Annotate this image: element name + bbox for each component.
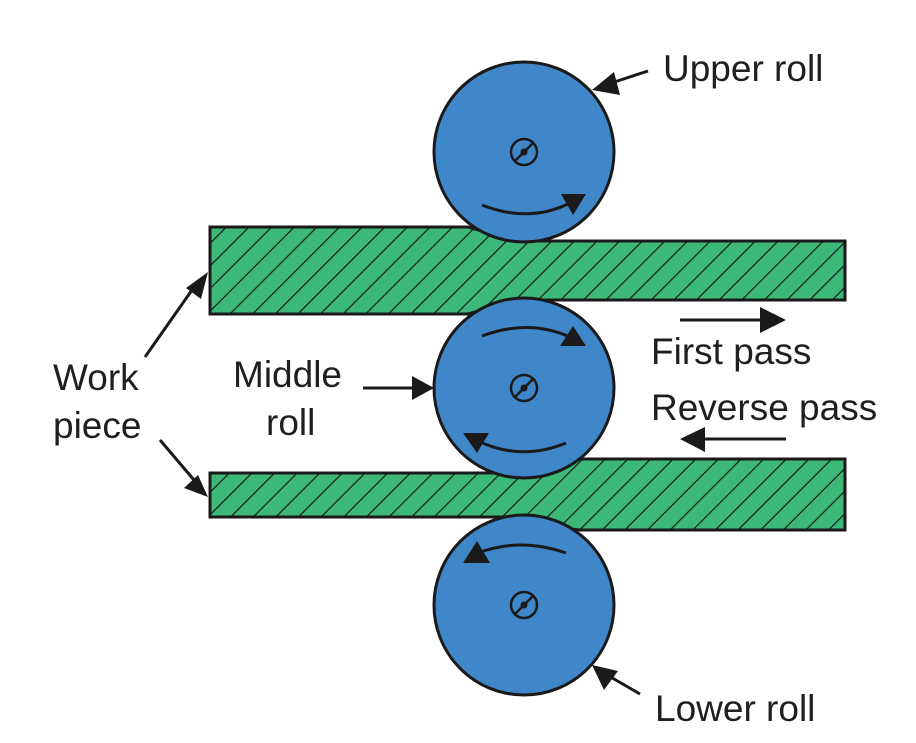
lower-roll-label: Lower roll bbox=[655, 688, 815, 729]
arrowhead-icon bbox=[184, 475, 208, 497]
upper-roll-callout: Upper roll bbox=[592, 48, 823, 95]
work-piece-callout: Work piece bbox=[53, 272, 208, 497]
middle-roll-callout: Middle roll bbox=[233, 354, 434, 443]
arrow-left-icon bbox=[680, 427, 705, 452]
middle-roll-label-line1: Middle bbox=[233, 354, 342, 395]
axle-icon bbox=[509, 373, 539, 403]
arrowhead-icon bbox=[592, 665, 618, 690]
arrowhead-icon bbox=[412, 376, 434, 400]
arrow-right-icon bbox=[760, 307, 786, 333]
work-piece-label-line1: Work bbox=[53, 357, 139, 398]
axle-icon bbox=[509, 590, 539, 620]
reverse-pass-indicator: Reverse pass bbox=[651, 387, 877, 452]
axle-icon bbox=[509, 137, 539, 167]
upper-roll-label: Upper roll bbox=[663, 48, 823, 89]
rotation-arrow-counterclockwise-icon bbox=[463, 541, 567, 563]
rotation-arrow-clockwise-icon bbox=[481, 194, 586, 216]
work-piece-label-line2: piece bbox=[53, 405, 141, 446]
arrowhead-icon bbox=[592, 72, 620, 95]
rotation-arrow-top-clockwise-icon bbox=[481, 326, 586, 346]
reverse-pass-label: Reverse pass bbox=[651, 387, 877, 428]
rotation-arrow-bottom-counterclockwise-icon bbox=[463, 433, 567, 454]
lower-roll-callout: Lower roll bbox=[592, 665, 815, 729]
first-pass-indicator: First pass bbox=[651, 307, 811, 372]
upper-roll bbox=[432, 60, 616, 244]
middle-roll bbox=[432, 296, 616, 480]
lower-roll bbox=[432, 513, 616, 697]
first-pass-label: First pass bbox=[651, 331, 811, 372]
arrowhead-icon bbox=[186, 272, 208, 299]
middle-roll-label-line2: roll bbox=[266, 402, 315, 443]
